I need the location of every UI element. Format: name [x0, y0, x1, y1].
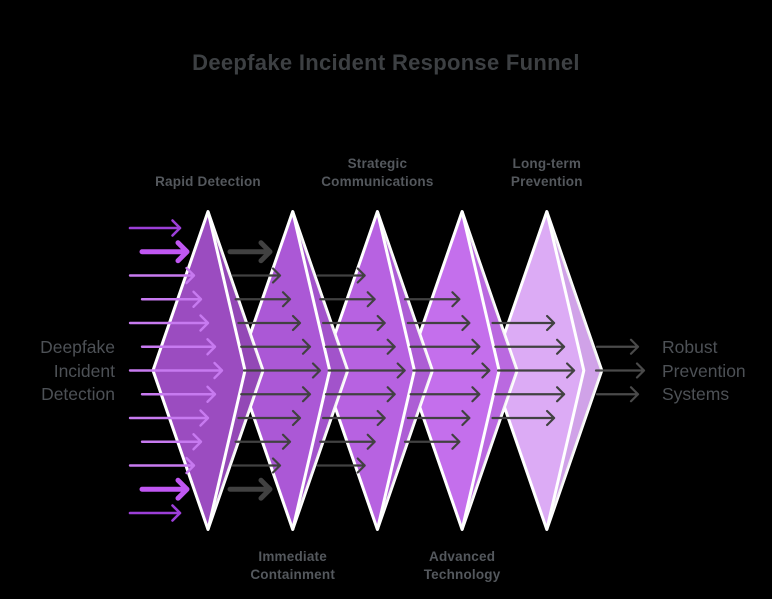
- flow-arrow: [403, 433, 461, 450]
- flow-arrow: [322, 314, 386, 332]
- input-arrow: [128, 456, 196, 475]
- flow-arrow: [316, 457, 366, 474]
- flow-arrow: [327, 362, 406, 379]
- flow-arrow: [319, 291, 376, 308]
- input-arrow: [128, 266, 196, 285]
- input-arrow: [140, 385, 217, 403]
- output-label: Robust Prevention Systems: [662, 337, 746, 404]
- flow-arrow: [237, 314, 302, 332]
- flow-arrow: [491, 409, 556, 427]
- input-arrow: [139, 477, 190, 501]
- stage-label-rapid-detection: Rapid Detection: [155, 173, 261, 189]
- flow-arrow: [231, 267, 282, 284]
- flow-arrow: [403, 291, 461, 308]
- funnel-stage-side-face: [546, 211, 602, 530]
- stage-label-advanced-technology: Advanced Technology: [423, 549, 501, 582]
- flow-arrow: [237, 409, 302, 427]
- output-arrow: [595, 386, 640, 403]
- input-arrow: [128, 504, 182, 522]
- stage-label-strategic-communications: Strategic Communications: [321, 156, 434, 189]
- flow-arrow: [316, 267, 366, 284]
- flow-arrow: [494, 338, 566, 355]
- input-arrow: [139, 240, 190, 264]
- flow-arrow: [240, 386, 312, 403]
- flow-arrow: [322, 409, 386, 427]
- input-arrow: [140, 433, 203, 451]
- input-arrow: [128, 361, 224, 380]
- flow-arrow: [494, 386, 566, 403]
- input-arrow: [128, 219, 182, 237]
- funnel-stage-crease: [545, 211, 586, 530]
- stage-label-immediate-containment: Immediate Containment: [250, 549, 336, 582]
- flow-arrow: [409, 386, 481, 403]
- output-arrow: [595, 338, 640, 355]
- flow-arrow: [231, 457, 282, 474]
- diagram-title: Deepfake Incident Response Funnel: [192, 50, 580, 75]
- input-arrow: [140, 290, 203, 308]
- flow-arrow: [227, 477, 273, 501]
- stage-label-long-term-prevention: Long-term Prevention: [510, 156, 583, 189]
- flow-arrow: [242, 362, 322, 379]
- flow-arrow: [491, 314, 556, 332]
- flow-arrow: [324, 338, 396, 355]
- flow-arrow: [234, 291, 292, 308]
- input-arrow: [140, 338, 217, 356]
- flow-arrow: [240, 338, 312, 355]
- output-arrow: [594, 362, 646, 379]
- flow-arrow: [409, 338, 481, 355]
- flow-arrow: [234, 433, 292, 450]
- flow-arrow: [227, 240, 273, 264]
- input-arrow: [128, 314, 210, 332]
- flow-arrow: [406, 314, 471, 332]
- input-arrow: [128, 409, 210, 427]
- flow-arrow: [319, 433, 376, 450]
- input-label: Deepfake Incident Detection: [40, 337, 115, 404]
- flow-arrow: [406, 409, 471, 427]
- flow-arrow: [497, 362, 576, 379]
- flow-arrow: [324, 386, 396, 403]
- flow-arrow: [412, 362, 491, 379]
